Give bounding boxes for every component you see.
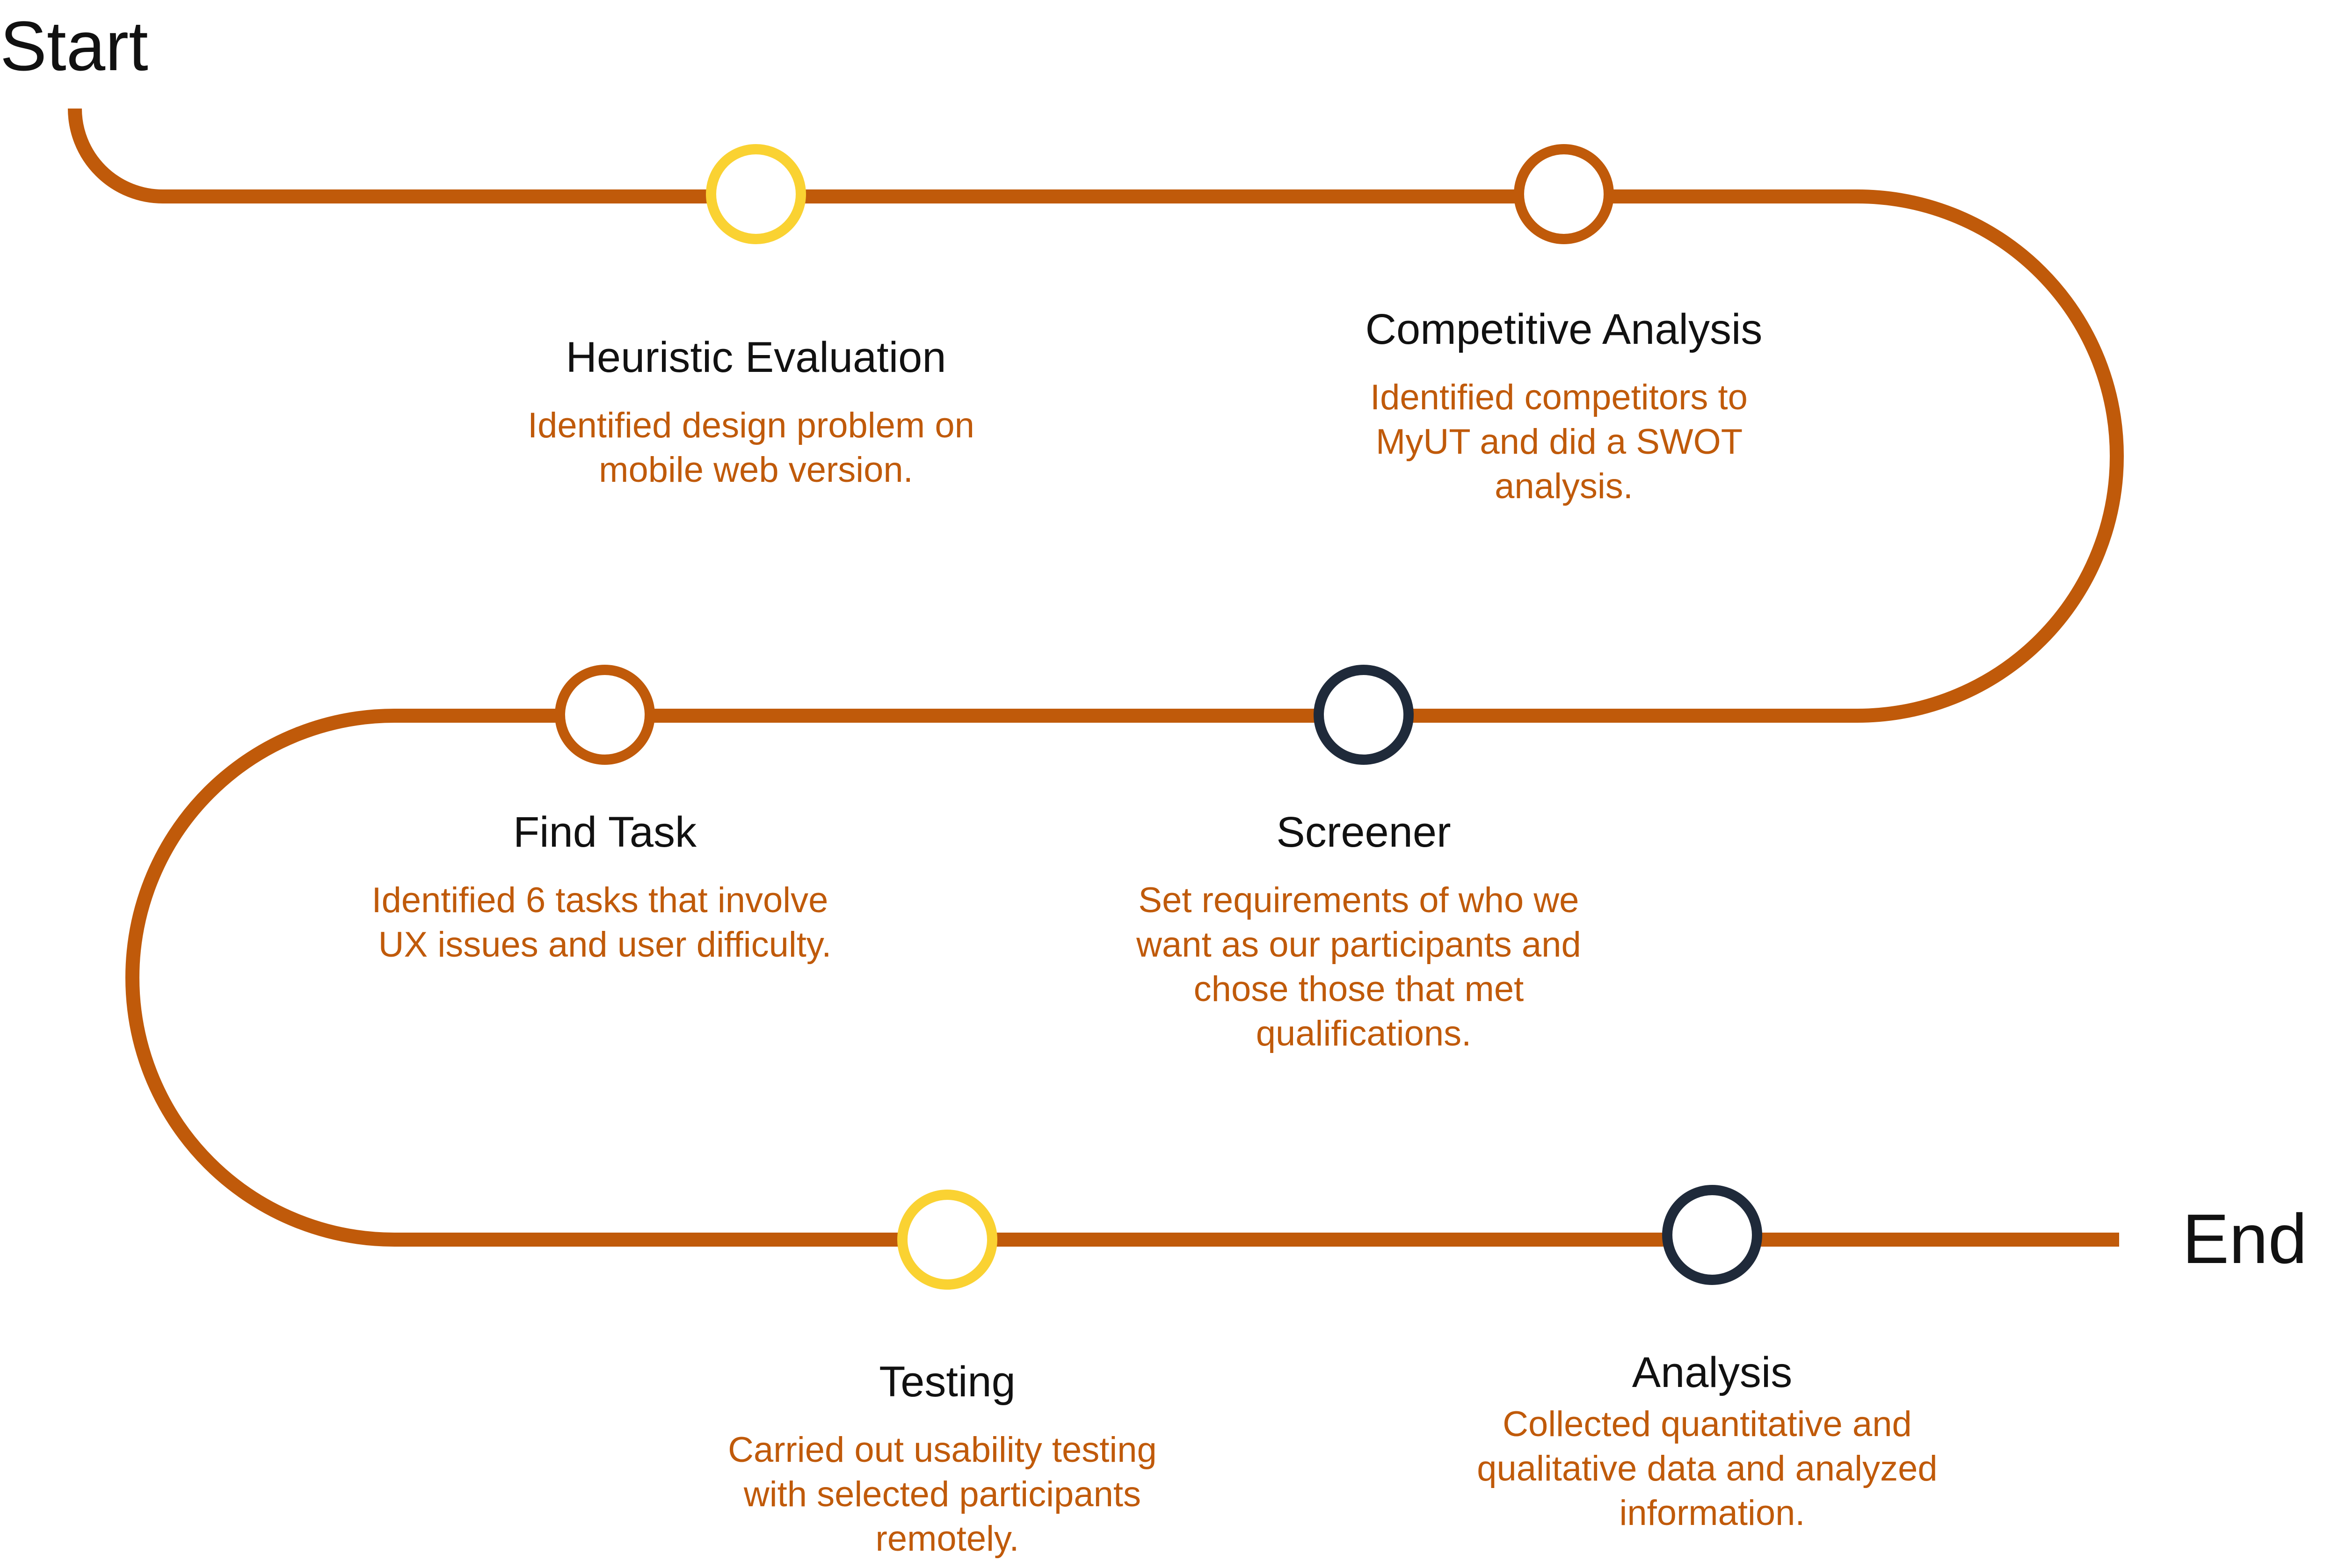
step-title: Screener — [1276, 808, 1451, 856]
step-marker — [555, 665, 655, 765]
step-title: Competitive Analysis — [1366, 305, 1763, 353]
step-description: Identified competitors to MyUT and did a… — [1370, 377, 1758, 506]
step-title: Heuristic Evaluation — [566, 334, 946, 381]
step-marker — [1514, 144, 1614, 244]
description-line: Identified competitors to — [1370, 377, 1748, 417]
step-testing: Testing Carried out usability testing wi… — [728, 1190, 1167, 1559]
step-analysis: Analysis Collected quantitative and qual… — [1477, 1185, 1947, 1533]
description-line: Set requirements of who we — [1138, 880, 1579, 920]
description-line: MyUT and did a SWOT — [1376, 422, 1742, 462]
description-line: analysis. — [1495, 466, 1633, 506]
description-line: qualitative data and analyzed — [1477, 1449, 1938, 1488]
description-line: want as our participants and — [1136, 925, 1581, 965]
end-label: End — [2182, 1199, 2307, 1278]
description-line: Carried out usability testing — [728, 1430, 1157, 1470]
description-line: chose those that met — [1194, 969, 1524, 1009]
step-title: Testing — [879, 1358, 1016, 1406]
step-screener: Screener Set requirements of who we want… — [1136, 665, 1591, 1053]
step-competitive-analysis: Competitive Analysis Identified competit… — [1366, 144, 1763, 506]
description-line: UX issues and user difficulty. — [378, 925, 832, 965]
timeline-path — [68, 108, 2124, 1247]
description-line: mobile web version. — [599, 450, 913, 490]
step-marker — [897, 1190, 997, 1290]
step-description: Carried out usability testing with selec… — [728, 1430, 1167, 1559]
start-label: Start — [0, 7, 148, 85]
step-find-task: Find Task Identified 6 tasks that involv… — [371, 665, 838, 965]
description-line: Identified design problem on — [528, 406, 974, 445]
description-line: Collected quantitative and — [1503, 1404, 1912, 1444]
step-description: Collected quantitative and qualitative d… — [1477, 1404, 1947, 1533]
step-marker — [706, 144, 806, 244]
step-marker — [1314, 665, 1414, 765]
step-title: Analysis — [1632, 1349, 1793, 1396]
description-line: Identified 6 tasks that involve — [371, 880, 828, 920]
description-line: information. — [1619, 1493, 1805, 1533]
description-line: with selected participants — [743, 1474, 1141, 1514]
step-heuristic-evaluation: Heuristic Evaluation Identified design p… — [528, 144, 984, 490]
step-description: Identified design problem on mobile web … — [528, 406, 984, 490]
description-line: qualifications. — [1256, 1014, 1472, 1053]
step-marker — [1662, 1185, 1762, 1285]
step-description: Set requirements of who we want as our p… — [1136, 880, 1591, 1053]
description-line: remotely. — [876, 1519, 1019, 1559]
step-description: Identified 6 tasks that involve UX issue… — [371, 880, 838, 965]
step-title: Find Task — [513, 808, 697, 856]
